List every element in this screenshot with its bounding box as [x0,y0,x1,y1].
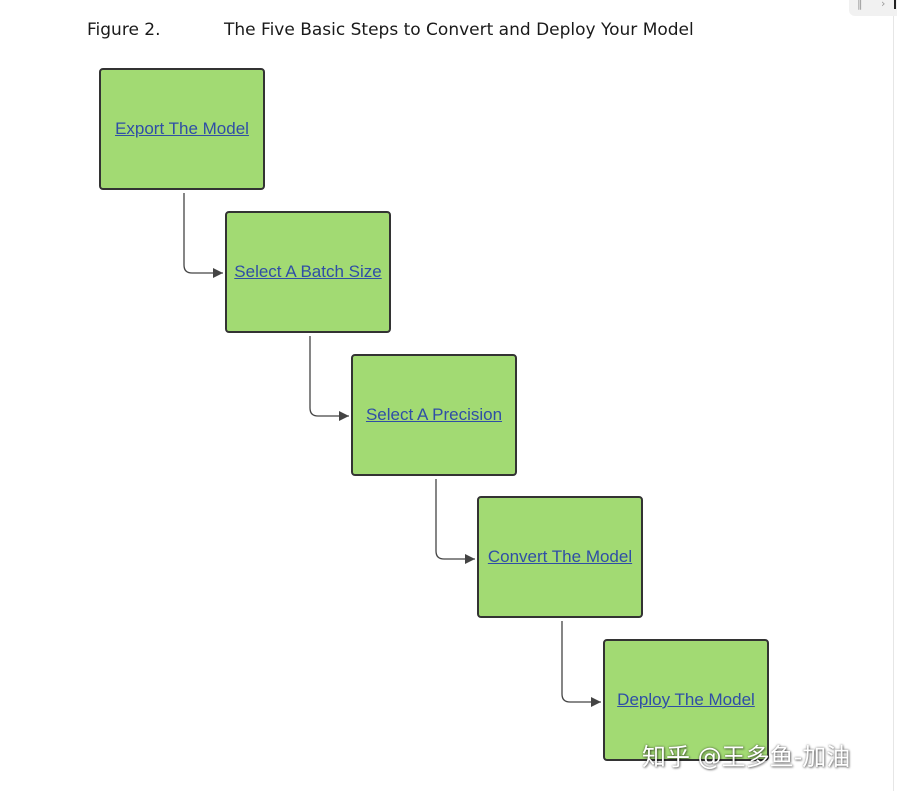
connector-1-2 [183,193,223,278]
corner-widget[interactable]: ‖ › [849,0,897,16]
figure-number: Figure 2. [87,20,161,40]
step-select-batch-size-link[interactable]: Select A Batch Size [234,262,382,281]
step-convert-model-link[interactable]: Convert The Model [487,547,633,566]
figure-title: The Five Basic Steps to Convert and Depl… [224,20,694,40]
step-convert-model: Convert The Model [477,496,643,618]
connector-3-4 [435,479,475,564]
pipe-icon: ‖ [857,0,863,10]
connector-4-5 [561,621,601,707]
step-select-precision-link[interactable]: Select A Precision [365,405,503,424]
step-deploy-model: Deploy The Model [603,639,769,761]
step-select-precision: Select A Precision [351,354,517,476]
text-cursor-icon [894,0,896,9]
zhihu-watermark: 知乎 @王多鱼-加油 [642,743,851,771]
connector-2-3 [309,336,349,421]
step-deploy-model-link[interactable]: Deploy The Model [617,690,755,709]
chevron-icon: › [881,0,886,10]
step-select-batch-size: Select A Batch Size [225,211,391,333]
page-right-border [893,0,894,791]
step-export-model-link[interactable]: Export The Model [115,119,249,138]
step-export-model: Export The Model [99,68,265,190]
